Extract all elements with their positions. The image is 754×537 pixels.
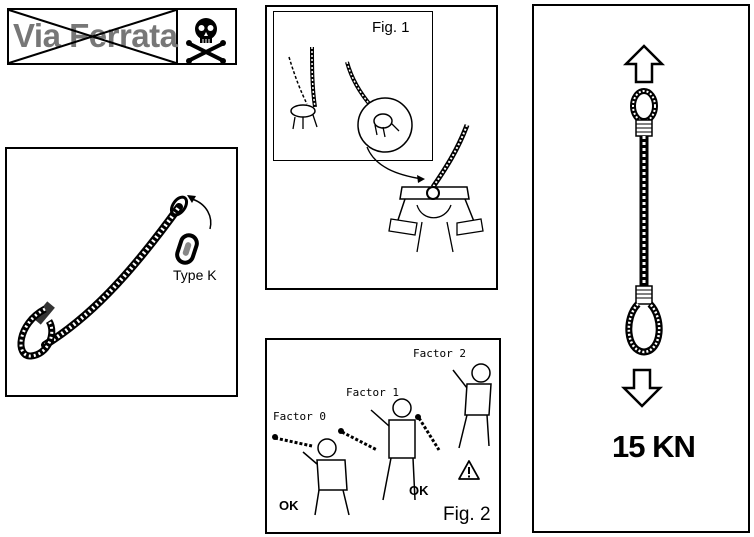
via-ferrata-banner: Via Ferrata: [7, 8, 237, 65]
lanyard-panel: Type K: [5, 147, 238, 397]
factor-2-label: Factor 2: [413, 347, 466, 360]
carabiner-icon: [175, 233, 199, 265]
sling-illustration: [625, 88, 663, 356]
fig1-panel: Fig. 1: [265, 5, 498, 290]
fig2-label: Fig. 2: [443, 504, 491, 525]
factor-1-label: Factor 1: [346, 386, 399, 399]
factor-1-status: OK: [409, 483, 429, 498]
fig1-label: Fig. 1: [372, 19, 410, 36]
fig2-illustration: [272, 363, 492, 516]
factor-0-status: OK: [279, 498, 299, 513]
connector-type-label: Type K: [173, 267, 217, 283]
warning-triangle-icon: [458, 460, 480, 480]
lanyard-illustration: [17, 195, 212, 360]
banner-strike-lines: [8, 9, 177, 64]
fig2-panel: Factor 0 Factor 1 Factor 2 OK OK Fig. 2: [265, 338, 501, 534]
fig1-illustration: [288, 46, 484, 253]
arrow-up-icon: [622, 44, 666, 84]
banner-text-box: Via Ferrata: [8, 9, 178, 64]
skull-crossbones-icon: [186, 18, 226, 64]
factor-0-label: Factor 0: [273, 410, 326, 423]
arrow-down-icon: [620, 368, 664, 408]
strength-panel: 15 KN: [532, 4, 750, 533]
breaking-strength-value: 15 KN: [612, 429, 696, 464]
